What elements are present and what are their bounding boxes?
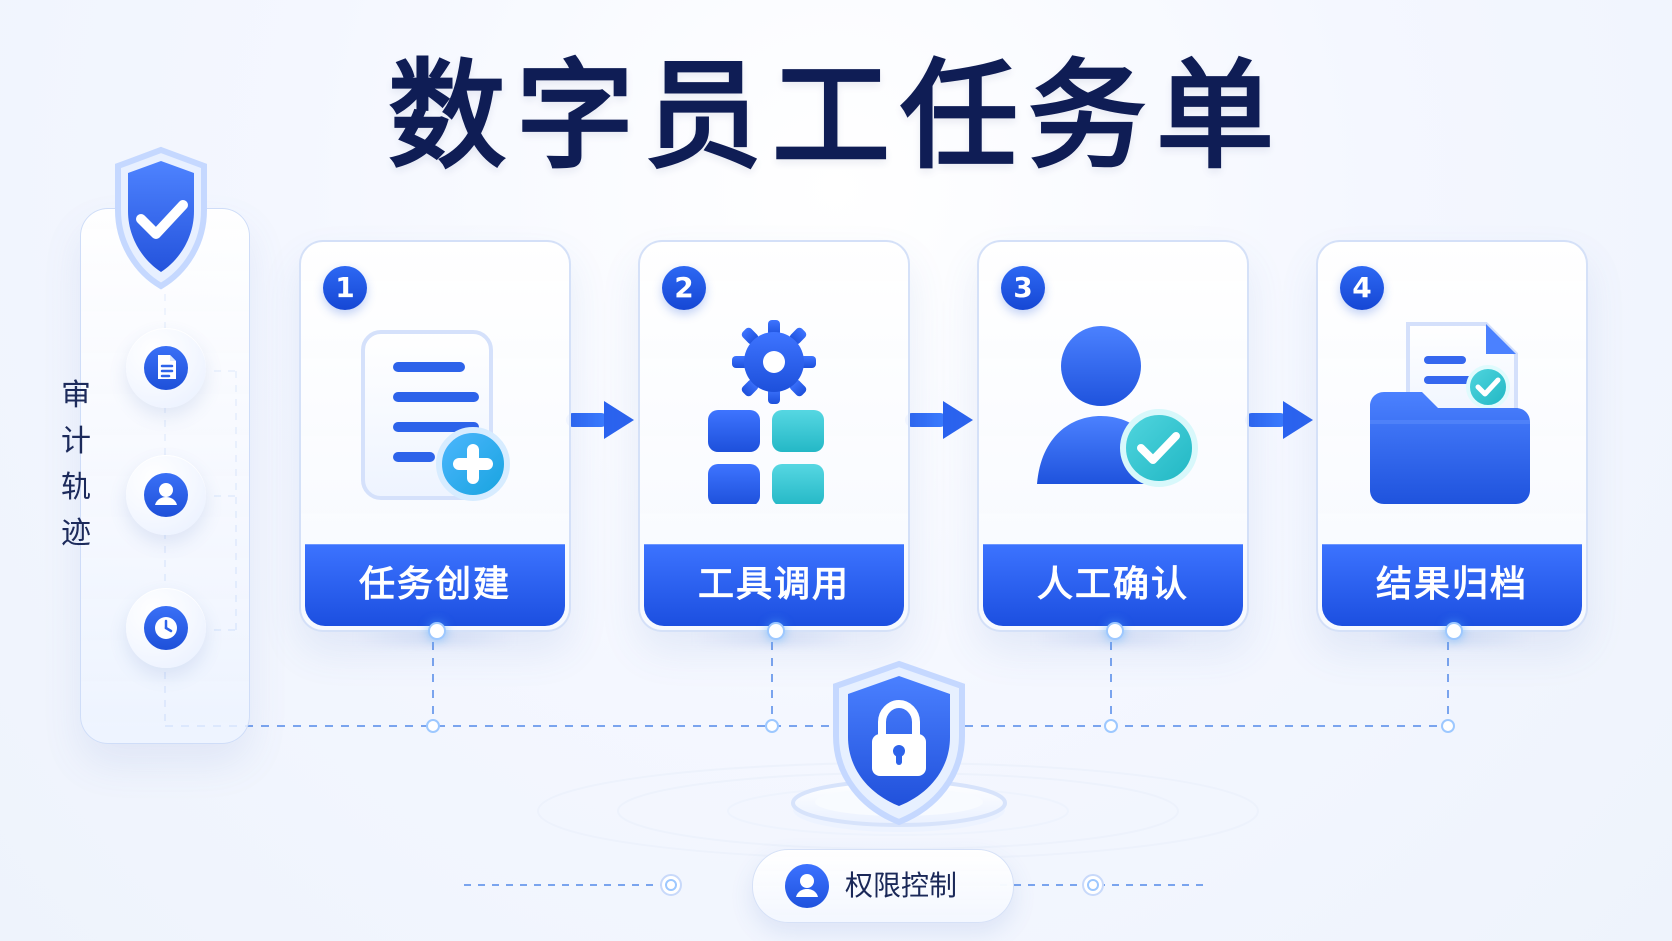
gear-grid-icon	[674, 314, 874, 506]
step-number-1: 1	[323, 266, 367, 310]
step-number-4: 4	[1340, 266, 1384, 310]
flow-arrow-3	[1245, 401, 1313, 439]
permission-node-left	[660, 874, 682, 896]
bottom-node-3	[1104, 719, 1118, 733]
step-card-3: 3 人工确认	[977, 240, 1249, 640]
step-number-3: 3	[1001, 266, 1045, 310]
step-label-4: 结果归档	[1322, 544, 1582, 626]
bottom-node-1	[426, 719, 440, 733]
audit-document-icon	[126, 328, 206, 408]
lock-shield-icon	[774, 652, 1024, 842]
step-anchor-1	[428, 622, 446, 640]
permission-node-left-inner	[665, 879, 677, 891]
permission-user-icon	[783, 862, 831, 910]
audit-shield-check-icon	[101, 144, 221, 294]
audit-clock-icon	[126, 588, 206, 668]
step-label-3: 人工确认	[983, 544, 1243, 626]
audit-user-icon	[126, 455, 206, 535]
audit-label: 审计轨迹	[61, 378, 91, 551]
permission-node-right-inner	[1087, 879, 1099, 891]
folder-check-icon	[1352, 314, 1552, 504]
permission-control-pill: 权限控制	[752, 849, 1014, 923]
page-title: 数字员工任务单	[387, 47, 1284, 185]
flow-arrow-1	[566, 401, 634, 439]
step-anchor-3	[1106, 622, 1124, 640]
step-number-2: 2	[662, 266, 706, 310]
user-check-icon	[1013, 314, 1213, 504]
permission-control-label: 权限控制	[845, 869, 958, 902]
step-anchor-4	[1445, 622, 1463, 640]
bottom-node-4	[1441, 719, 1455, 733]
step-label-2: 工具调用	[644, 544, 904, 626]
step-card-4: 4	[1316, 240, 1588, 640]
step-anchor-2	[767, 622, 785, 640]
step-card-2: 2	[638, 240, 910, 640]
permission-node-right	[1082, 874, 1104, 896]
step-label-1: 任务创建	[305, 544, 565, 626]
step-card-1: 1	[299, 240, 571, 640]
document-plus-icon	[335, 314, 535, 504]
flow-arrow-2	[905, 401, 973, 439]
